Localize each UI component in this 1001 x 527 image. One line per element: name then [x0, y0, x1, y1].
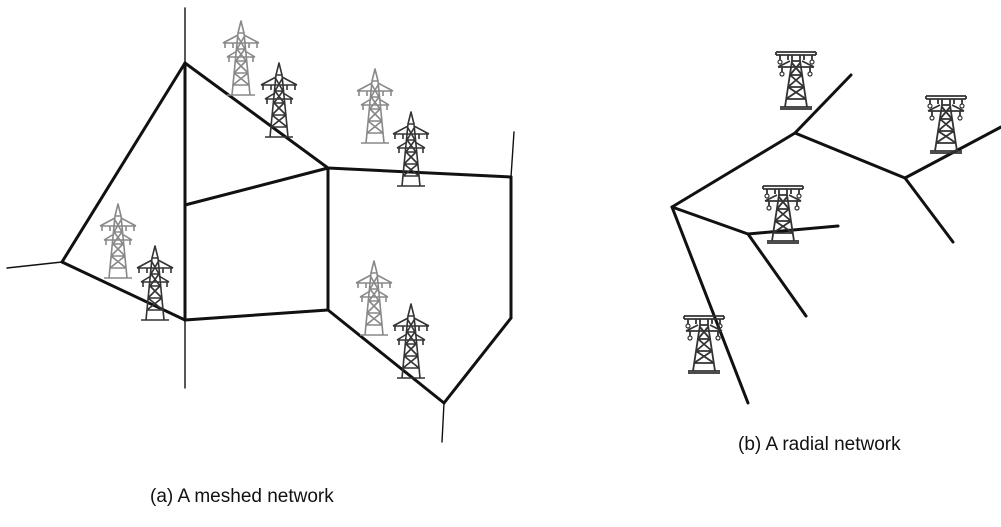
radial-network — [670, 51, 1001, 405]
mesh-feeder — [6, 261, 63, 269]
mesh-edge — [326, 308, 446, 405]
transmission-tower-icon — [355, 260, 393, 336]
radial-edge — [670, 205, 750, 236]
transmission-tower-icon — [99, 203, 137, 279]
transmission-tower-icon — [222, 20, 260, 96]
flat-transmission-tower-icon — [775, 51, 817, 110]
meshed-network-caption: (a) A meshed network — [150, 486, 334, 507]
transmission-tower-icon — [392, 111, 430, 187]
radial-edge — [670, 205, 750, 405]
flat-transmission-tower-icon — [762, 185, 804, 244]
mesh-edge — [60, 260, 187, 322]
mesh-edge — [326, 166, 513, 179]
radial-edge — [793, 73, 853, 135]
radial-edge — [903, 176, 955, 244]
mesh-feeder — [510, 131, 515, 178]
radial-edge — [746, 232, 808, 318]
mesh-edge — [442, 316, 513, 405]
radial-edge — [793, 131, 907, 180]
radial-network-caption: (b) A radial network — [738, 434, 901, 455]
flat-transmission-tower-icon — [925, 95, 967, 154]
flat-transmission-tower-icon — [683, 315, 725, 374]
mesh-edge — [183, 308, 330, 322]
tower-group — [356, 68, 430, 187]
transmission-tower-icon — [356, 68, 394, 144]
mesh-edge — [60, 61, 187, 264]
radial-edge — [670, 131, 797, 209]
mesh-feeder — [441, 402, 445, 443]
transmission-tower-icon — [260, 62, 298, 138]
meshed-network — [6, 7, 515, 443]
meshed-lines — [6, 7, 515, 443]
transmission-tower-icon — [136, 245, 174, 321]
tower-group — [99, 203, 174, 321]
radial-lines — [670, 73, 1001, 405]
mesh-edge — [183, 166, 330, 207]
mesh-edge — [183, 61, 330, 170]
